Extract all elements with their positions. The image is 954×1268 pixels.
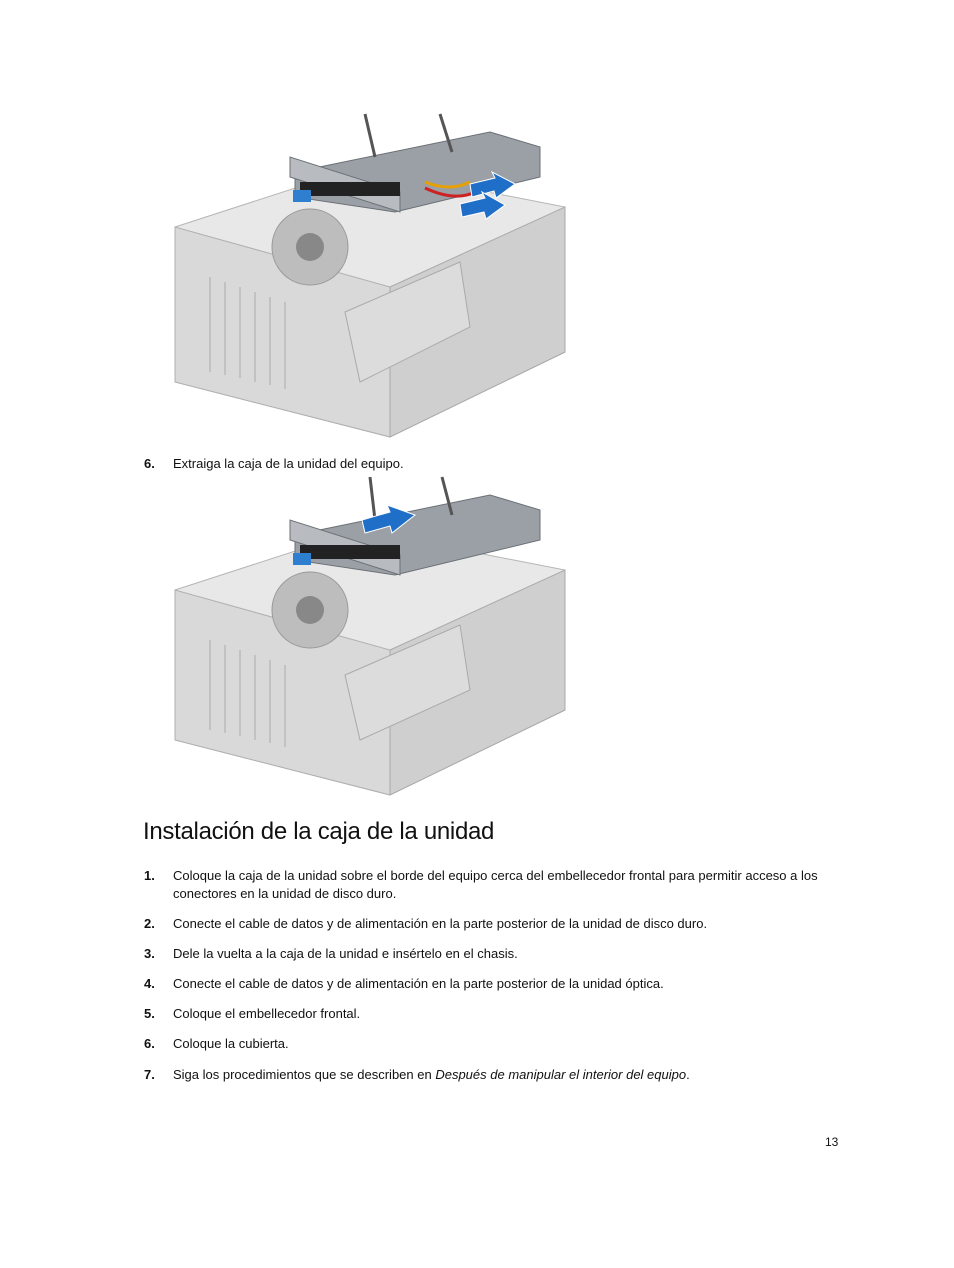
- step-text: Siga los procedimientos que se describen…: [173, 1066, 833, 1084]
- step-text-after: .: [686, 1067, 690, 1082]
- step-number: 3.: [144, 946, 155, 961]
- step-number: 2.: [144, 916, 155, 931]
- step-text: Coloque el embellecedor frontal.: [173, 1006, 361, 1021]
- figure-remove-drive-cage: [170, 475, 570, 800]
- section-title: Instalación de la caja de la unidad: [143, 818, 495, 845]
- step-number: 6.: [144, 1036, 155, 1051]
- step-text: Coloque la caja de la unidad sobre el bo…: [173, 868, 818, 901]
- cross-reference-link[interactable]: Después de manipular el interior del equ…: [435, 1067, 687, 1082]
- step-number: 6.: [144, 456, 155, 471]
- step-number: 4.: [144, 976, 155, 991]
- step-number: 7.: [144, 1067, 155, 1082]
- step-number: 1.: [144, 868, 155, 883]
- step-number: 5.: [144, 1006, 155, 1021]
- step-text-before: Siga los procedimientos que se describen…: [173, 1067, 436, 1082]
- step-text: Coloque la cubierta.: [173, 1036, 289, 1051]
- step-text: Conecte el cable de datos y de alimentac…: [173, 916, 708, 931]
- step-text: Conecte el cable de datos y de alimentac…: [173, 976, 664, 991]
- page-number: 13: [825, 1135, 839, 1149]
- figure-disconnect-cables: [170, 112, 570, 442]
- step-text: Extraiga la caja de la unidad del equipo…: [173, 456, 404, 471]
- step-text: Dele la vuelta a la caja de la unidad e …: [173, 946, 518, 961]
